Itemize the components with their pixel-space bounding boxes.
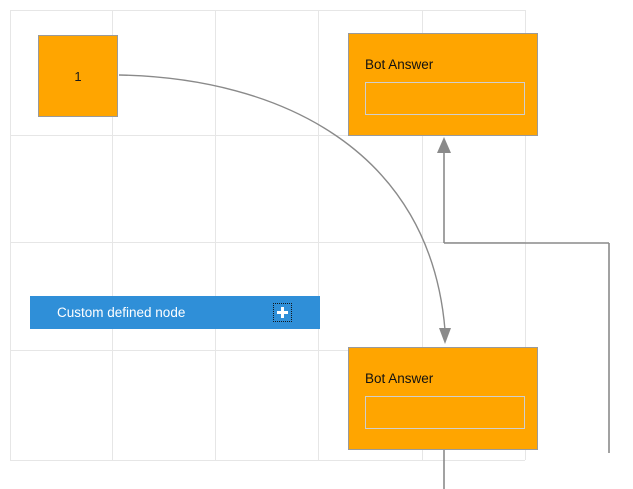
node-start-label: 1 xyxy=(74,68,82,84)
custom-defined-node-bar[interactable]: Custom defined node xyxy=(30,296,320,329)
node-bot-answer-top[interactable]: Bot Answer xyxy=(348,33,538,136)
node-bot-answer-field[interactable] xyxy=(365,82,525,115)
node-bot-answer-title: Bot Answer xyxy=(365,57,434,72)
node-bot-answer-bottom[interactable]: Bot Answer xyxy=(348,347,538,450)
plus-icon[interactable] xyxy=(273,303,292,322)
custom-defined-node-label: Custom defined node xyxy=(57,304,186,320)
node-bot-answer-field[interactable] xyxy=(365,396,525,429)
node-bot-answer-title: Bot Answer xyxy=(365,371,434,386)
node-start[interactable]: 1 xyxy=(38,35,118,117)
